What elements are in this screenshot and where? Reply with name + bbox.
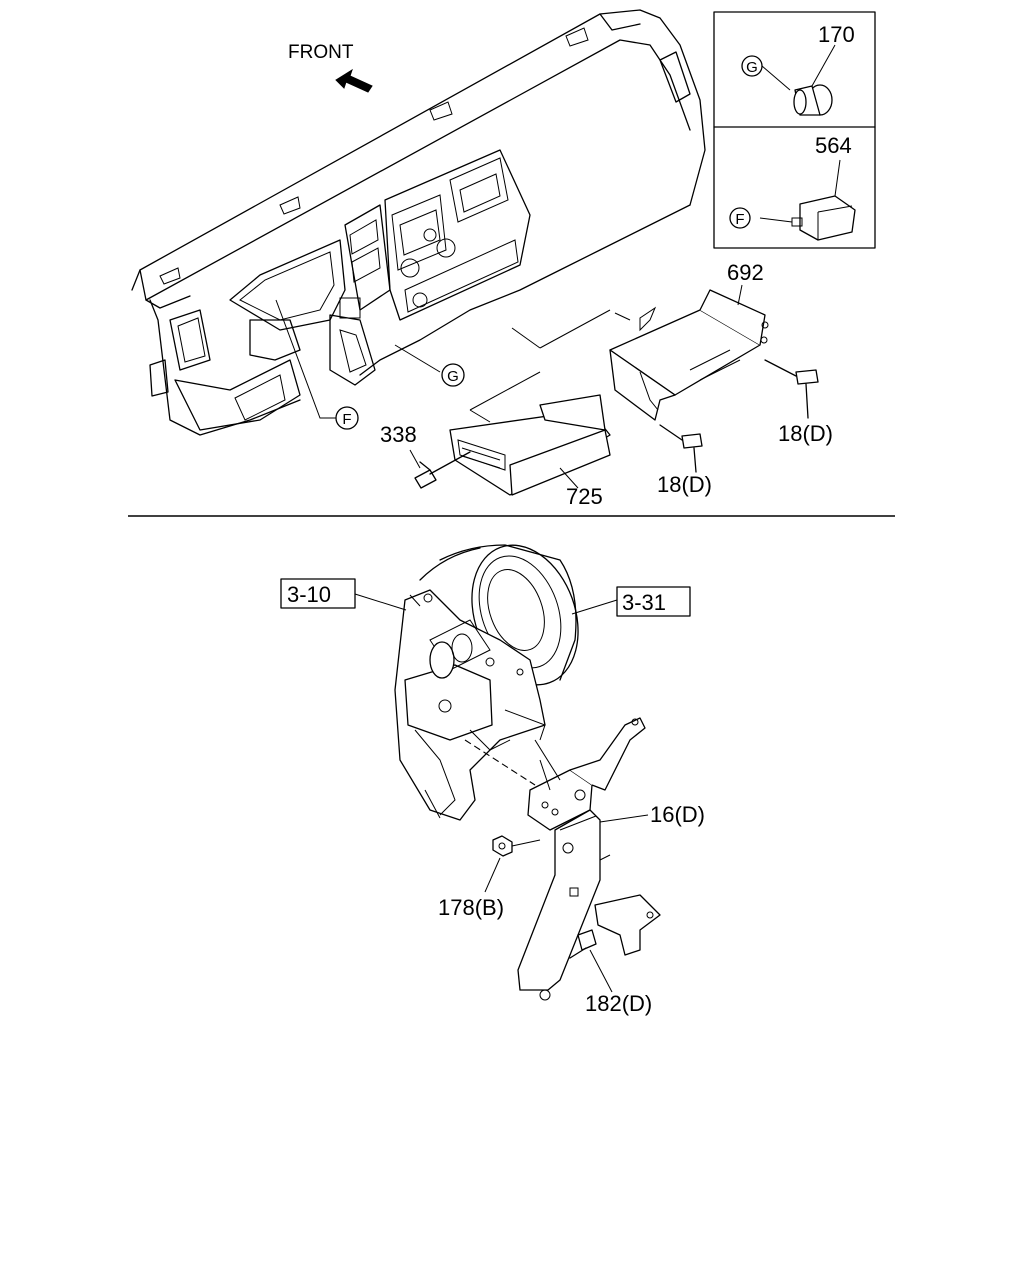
dashboard-illustration bbox=[131, 9, 706, 436]
marker-g-main: G bbox=[441, 363, 465, 387]
ref-3-10: 3-10 bbox=[287, 582, 331, 607]
assembly-leaders bbox=[469, 309, 631, 423]
cap-170 bbox=[761, 44, 836, 116]
svg-text:G: G bbox=[746, 59, 758, 76]
callout-16d: 16(D) bbox=[650, 802, 705, 827]
bolt-182d bbox=[569, 929, 597, 959]
callout-725: 725 bbox=[566, 484, 603, 509]
brake-booster-illustration bbox=[394, 544, 579, 821]
ref-3-31: 3-31 bbox=[622, 590, 666, 615]
switch-564 bbox=[759, 159, 856, 241]
inset-box: 170 G 564 F bbox=[713, 11, 876, 249]
callout-18d-lower: 18(D) bbox=[657, 472, 712, 497]
marker-f-inset: F bbox=[729, 207, 751, 229]
callout-178b: 178(B) bbox=[438, 895, 504, 920]
front-label: FRONT bbox=[288, 42, 354, 63]
support-bracket-16d bbox=[517, 717, 661, 1001]
callout-692: 692 bbox=[727, 260, 764, 285]
marker-g-inset: G bbox=[741, 55, 763, 77]
bracket-692 bbox=[609, 289, 769, 421]
callout-182d: 182(D) bbox=[585, 991, 652, 1016]
screw-338 bbox=[414, 451, 471, 489]
callout-170: 170 bbox=[818, 22, 855, 47]
front-indicator: FRONT bbox=[288, 42, 373, 93]
alignment-line bbox=[464, 739, 536, 786]
bolt-18d-right bbox=[764, 359, 819, 419]
ref-box-3-10 bbox=[280, 578, 356, 609]
front-arrow-icon bbox=[335, 68, 373, 93]
ref-box-3-31 bbox=[616, 586, 691, 617]
svg-text:G: G bbox=[447, 368, 459, 385]
svg-text:F: F bbox=[735, 211, 744, 228]
pocket-725 bbox=[449, 394, 611, 496]
callout-18d-right: 18(D) bbox=[778, 421, 833, 446]
bottom-callouts: 3-10 3-31 16(D) 178(B) 182(D) bbox=[280, 578, 705, 1016]
svg-text:F: F bbox=[342, 411, 351, 428]
callout-338: 338 bbox=[380, 422, 417, 447]
bolt-18d-lower bbox=[659, 424, 703, 473]
nut-178b bbox=[492, 835, 541, 857]
top-callouts: 692 338 725 18(D) 18(D) bbox=[380, 260, 833, 509]
callout-564: 564 bbox=[815, 133, 852, 158]
marker-f-main: F bbox=[335, 406, 359, 430]
